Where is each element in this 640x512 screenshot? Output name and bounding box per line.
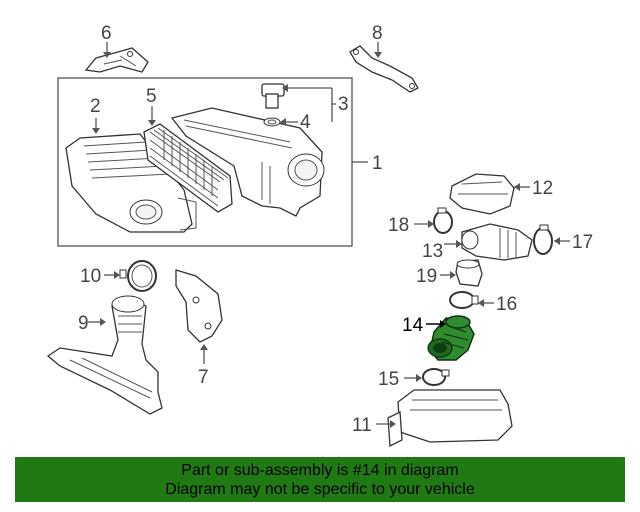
callout-9[interactable]: 9 — [78, 313, 89, 334]
callout-8[interactable]: 8 — [372, 23, 383, 44]
part-7-bracket[interactable] — [175, 269, 223, 343]
part-13-intake-hose[interactable] — [461, 223, 533, 261]
callout-14[interactable]: 14 — [402, 315, 424, 336]
callout-7[interactable]: 7 — [198, 367, 209, 388]
callout-1[interactable]: 1 — [372, 153, 383, 174]
part-18-hose-clamp[interactable] — [433, 207, 453, 234]
callout-11[interactable]: 11 — [352, 415, 372, 436]
part-10-hose-clamp[interactable] — [119, 260, 157, 292]
callout-3[interactable]: 3 — [338, 94, 349, 115]
part-16-hose-clamp[interactable] — [449, 291, 479, 309]
callout-4[interactable]: 4 — [300, 112, 311, 133]
part-12-intake-duct[interactable] — [449, 173, 515, 215]
parts-diagram: 1 6 8 2 5 — [46, 23, 593, 448]
part-2-air-cleaner-case[interactable] — [65, 133, 197, 233]
callout-12[interactable]: 12 — [532, 178, 553, 199]
part-9-inlet-duct[interactable] — [46, 295, 163, 415]
callout-16[interactable]: 16 — [496, 294, 517, 315]
part-15-hose-clamp[interactable] — [422, 368, 450, 386]
callout-6[interactable]: 6 — [101, 23, 112, 44]
callout-18[interactable]: 18 — [388, 215, 409, 236]
info-banner: Part or sub-assembly is #14 in diagram D… — [15, 457, 625, 502]
callout-19[interactable]: 19 — [416, 266, 437, 287]
callout-15[interactable]: 15 — [378, 369, 399, 390]
callout-17[interactable]: 17 — [572, 232, 593, 253]
banner-line-1: Part or sub-assembly is #14 in diagram — [181, 462, 459, 479]
callout-5[interactable]: 5 — [146, 86, 157, 107]
part-17-hose-clamp[interactable] — [533, 224, 553, 255]
callout-13[interactable]: 13 — [422, 241, 443, 262]
air-cleaner-cap[interactable] — [170, 107, 325, 217]
part-8-bracket[interactable] — [349, 45, 419, 93]
banner-line-2: Diagram may not be specific to your vehi… — [165, 481, 475, 498]
part-3-airflow-meter[interactable] — [261, 83, 285, 109]
part-4-grommet[interactable] — [263, 117, 281, 127]
callout-2[interactable]: 2 — [90, 96, 101, 117]
part-14-highlighted-hose[interactable] — [427, 315, 475, 361]
callout-10[interactable]: 10 — [80, 266, 101, 287]
part-19-connector[interactable] — [455, 259, 483, 287]
part-5-air-filter[interactable] — [143, 123, 233, 213]
part-11-lower-cover[interactable] — [387, 389, 513, 448]
part-6-bracket[interactable] — [84, 47, 149, 73]
